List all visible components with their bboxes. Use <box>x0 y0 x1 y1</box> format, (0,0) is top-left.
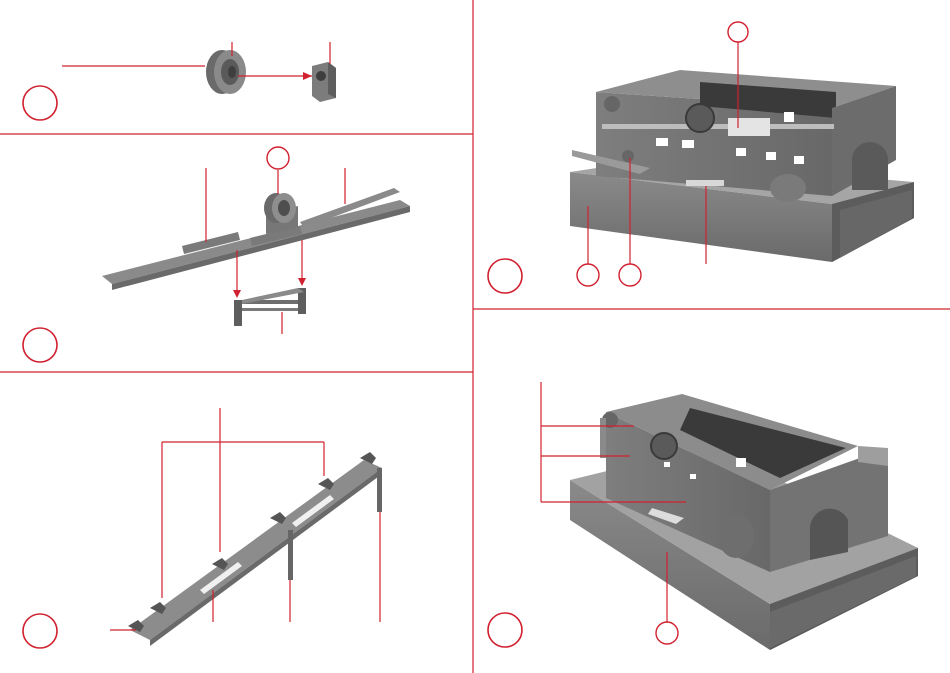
step-5-panel <box>488 382 918 650</box>
step-5-badge <box>488 613 522 647</box>
pulley-wheel <box>206 50 246 94</box>
arrow-head <box>298 278 306 286</box>
step-3-badge <box>23 614 57 648</box>
step-1-panel <box>23 42 336 120</box>
step-1-badge <box>23 86 57 120</box>
arrow-head <box>303 72 312 80</box>
step-2-panel <box>23 147 410 362</box>
mounted-pulley <box>264 193 298 234</box>
step-1-leader-lines <box>62 42 330 76</box>
step-2-badge <box>23 328 57 362</box>
step-4-badge <box>488 259 522 293</box>
sub-assembly-badge-top <box>728 22 748 42</box>
sub-assembly-badge-b <box>619 264 641 286</box>
walkway-beam <box>130 460 382 646</box>
step-4-panel <box>488 22 914 293</box>
sub-assembly-badge <box>267 147 289 169</box>
arrow-head <box>233 290 241 298</box>
support-trestle <box>234 288 306 326</box>
step-3-panel <box>23 408 382 648</box>
sub-assembly-badge-a <box>577 264 599 286</box>
wheel-bracket <box>312 62 336 102</box>
step-3-leader-lines <box>110 408 380 630</box>
sub-assembly-badge-c <box>656 622 678 644</box>
long-rail <box>102 188 410 290</box>
